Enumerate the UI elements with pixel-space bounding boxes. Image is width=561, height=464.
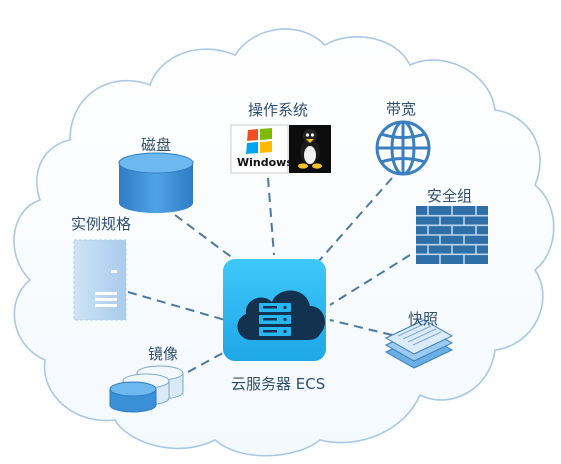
label-center-ecs: 云服务器 ECS (231, 375, 326, 393)
label-image: 镜像 (148, 345, 179, 363)
label-snapshot: 快照 (408, 310, 439, 328)
windows-linux-logos-icon (230, 124, 331, 174)
connector-image (187, 347, 233, 373)
label-os: 操作系统 (248, 101, 309, 119)
connectors (127, 177, 411, 373)
connector-os (267, 177, 275, 256)
connector-snapshot (329, 319, 393, 336)
firewall-brick-wall-icon (416, 206, 488, 264)
label-spec: 实例规格 (71, 215, 132, 233)
connector-bandwidth (317, 177, 393, 263)
server-tower-icon (73, 239, 127, 321)
cloud-server-icon (223, 259, 326, 361)
label-security-group: 安全组 (427, 187, 473, 205)
disk-stack-icon (109, 365, 184, 413)
globe-icon (375, 120, 431, 176)
disk-cylinder-icon (118, 152, 194, 213)
connector-disk (174, 214, 239, 263)
label-disk: 磁盘 (141, 136, 172, 154)
label-bandwidth: 带宽 (386, 100, 417, 118)
os-windows-logo-text: Windows (237, 156, 293, 169)
document-stack-icon (384, 319, 454, 369)
connector-spec (127, 291, 226, 321)
connector-security-group (329, 254, 411, 306)
